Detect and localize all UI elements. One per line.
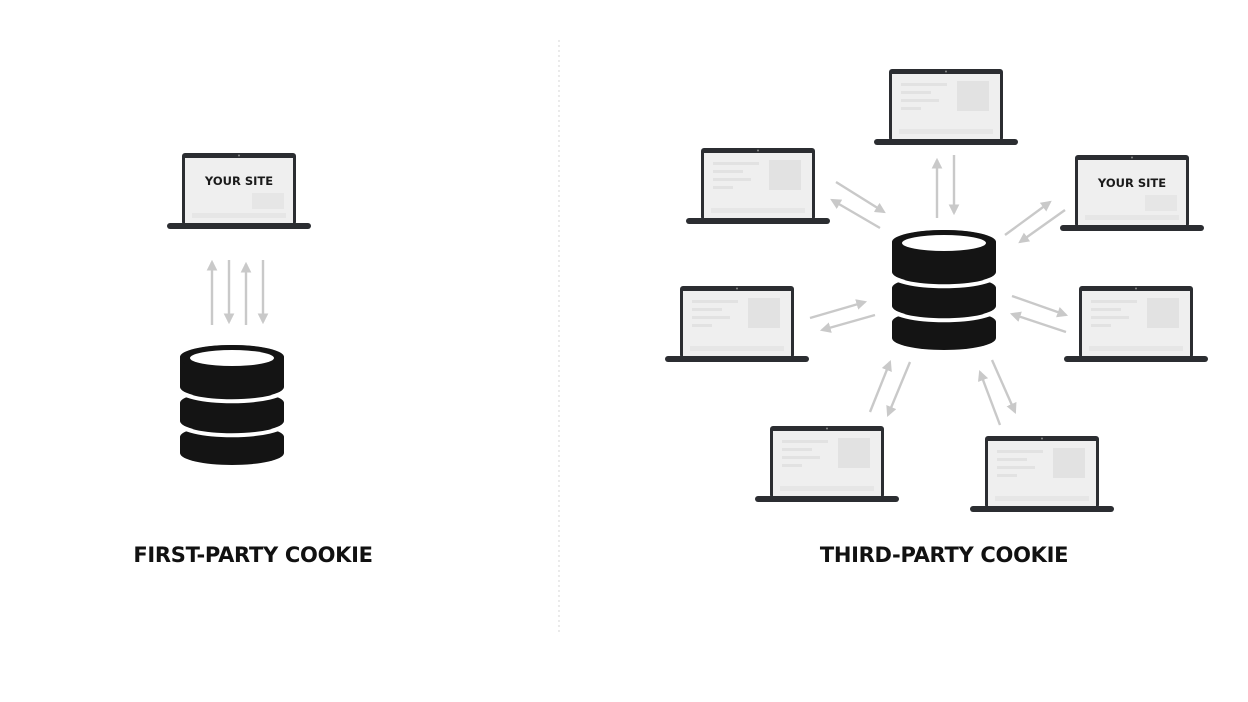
database-layer-gap	[889, 307, 999, 323]
laptop-icon	[874, 69, 1018, 145]
laptop-camera	[1131, 156, 1133, 159]
laptop-camera	[757, 149, 759, 152]
screen-text-line	[692, 308, 722, 311]
database-layer-gap	[177, 388, 287, 404]
screen-text-line	[692, 316, 730, 319]
laptop-icon	[970, 436, 1114, 512]
screen-text-line	[713, 178, 751, 181]
screen-footer	[1089, 346, 1183, 351]
screen-image-placeholder	[252, 193, 284, 209]
screen-footer	[192, 213, 286, 218]
data-flow-arrow	[990, 359, 1017, 414]
data-flow-arrow	[835, 180, 886, 214]
data-flow-arrow	[819, 313, 876, 333]
screen-text-line	[901, 91, 931, 94]
screen-text-line	[901, 99, 939, 102]
laptop-base	[874, 139, 1018, 145]
screen-text-line	[901, 107, 921, 110]
screen-text-line	[1091, 300, 1137, 303]
laptop-base	[1064, 356, 1208, 362]
screen-text-line	[1091, 324, 1111, 327]
data-flow-arrow	[1004, 200, 1052, 236]
data-flow-arrow	[809, 299, 868, 320]
screen-image-placeholder	[1147, 298, 1179, 328]
screen-text-line	[713, 162, 759, 165]
screen-footer	[690, 346, 784, 351]
first-party-title: FIRST-PARTY COOKIE	[133, 543, 373, 567]
data-flow-arrow	[830, 198, 881, 230]
laptop-camera	[736, 287, 738, 290]
screen-footer	[1085, 215, 1179, 220]
your-site-label: YOUR SITE	[204, 174, 273, 188]
laptop-camera	[826, 427, 828, 430]
data-flow-arrow	[1011, 294, 1069, 318]
screen-text-line	[997, 450, 1043, 453]
laptop-base	[970, 506, 1114, 512]
screen-image-placeholder	[748, 298, 780, 328]
laptop-icon	[686, 148, 830, 224]
laptop-base	[1060, 225, 1204, 231]
screen-image-placeholder	[769, 160, 801, 190]
database-layer-gap	[177, 422, 287, 438]
screen-text-line	[997, 458, 1027, 461]
screen-text-line	[782, 448, 812, 451]
database-layer-gap	[889, 273, 999, 289]
database-top-opening	[902, 235, 986, 251]
screen-image-placeholder	[1053, 448, 1085, 478]
screen-footer	[780, 486, 874, 491]
third-party-diagram: YOUR SITE	[665, 69, 1208, 512]
laptop-base	[686, 218, 830, 224]
screen-text-line	[713, 170, 743, 173]
laptop-icon	[1064, 286, 1208, 362]
screen-text-line	[692, 324, 712, 327]
screen-text-line	[901, 83, 947, 86]
database-icon	[889, 230, 999, 350]
laptop-base	[167, 223, 311, 229]
screen-image-placeholder	[957, 81, 989, 111]
screen-footer	[711, 208, 805, 213]
data-flow-arrow	[868, 359, 892, 413]
laptop-base	[665, 356, 809, 362]
screen-image-placeholder	[1145, 195, 1177, 211]
database-top-opening	[190, 350, 274, 366]
screen-text-line	[1091, 316, 1129, 319]
screen-image-placeholder	[838, 438, 870, 468]
laptop-icon	[755, 426, 899, 502]
data-flow-arrow	[1009, 311, 1067, 334]
first-party-diagram: YOUR SITE	[167, 153, 311, 465]
screen-text-line	[997, 474, 1017, 477]
screen-text-line	[782, 456, 820, 459]
data-flow-arrow	[886, 361, 912, 417]
screen-text-line	[713, 186, 733, 189]
laptop-icon: YOUR SITE	[167, 153, 311, 229]
laptop-camera	[238, 154, 240, 157]
screen-text-line	[997, 466, 1035, 469]
your-site-label: YOUR SITE	[1097, 176, 1166, 190]
screen-footer	[899, 129, 993, 134]
screen-text-line	[692, 300, 738, 303]
screen-text-line	[782, 464, 802, 467]
laptop-icon: YOUR SITE	[1060, 155, 1204, 231]
laptop-camera	[1041, 437, 1043, 440]
laptop-base	[755, 496, 899, 502]
screen-text-line	[1091, 308, 1121, 311]
laptop-camera	[945, 70, 947, 73]
data-flow-arrow	[1018, 209, 1066, 244]
laptop-camera	[1135, 287, 1137, 290]
database-icon	[177, 345, 287, 465]
data-flow-arrow	[977, 369, 1002, 426]
laptop-icon	[665, 286, 809, 362]
third-party-title: THIRD-PARTY COOKIE	[819, 543, 1069, 567]
screen-text-line	[782, 440, 828, 443]
screen-footer	[995, 496, 1089, 501]
